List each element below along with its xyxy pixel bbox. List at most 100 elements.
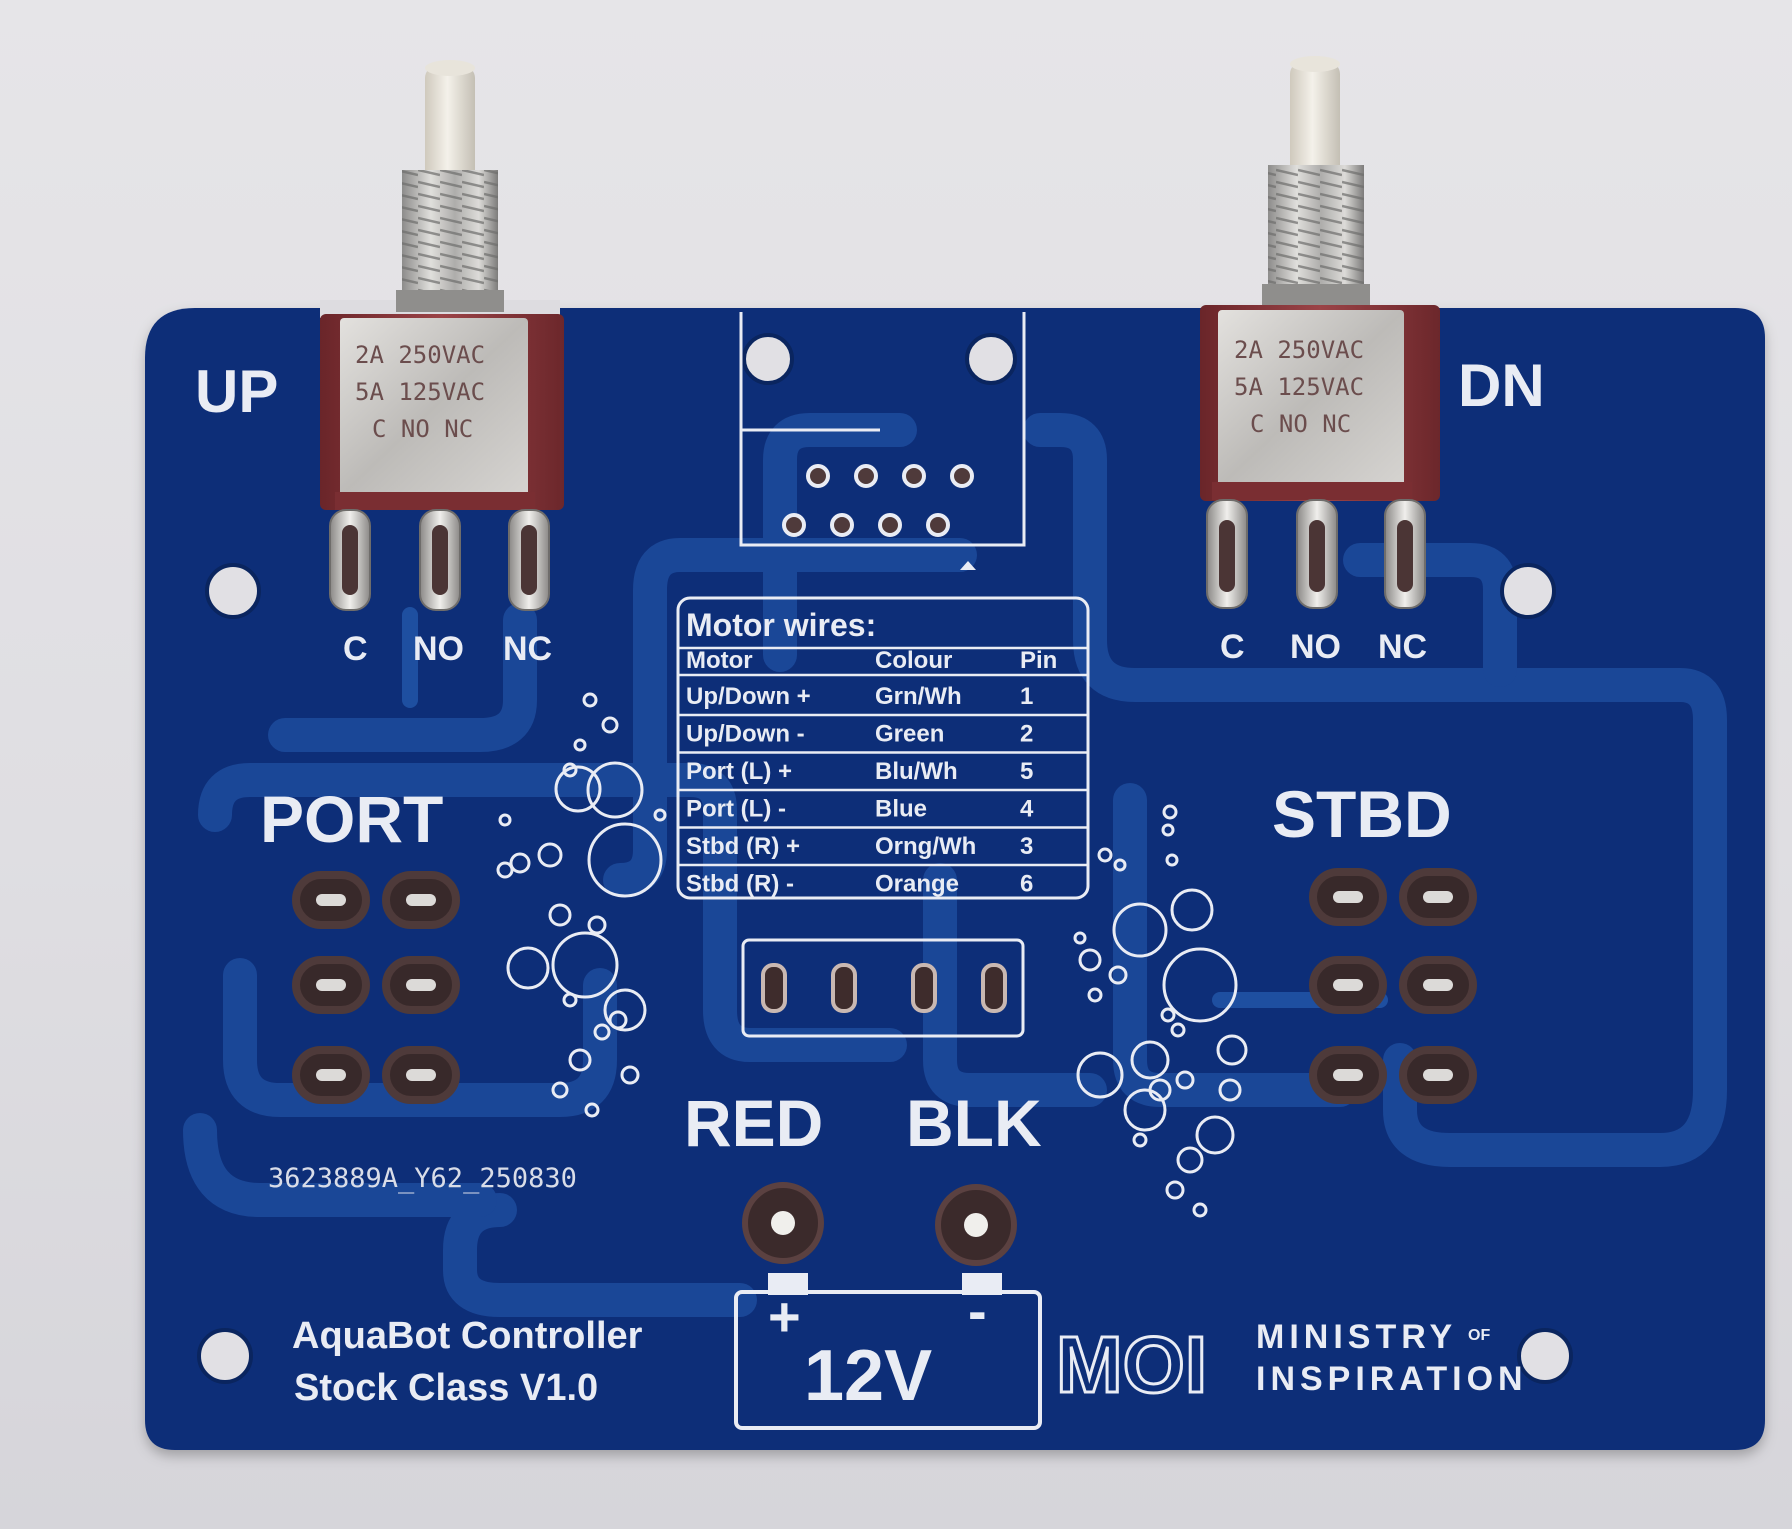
product-name-line1: AquaBot Controller (292, 1315, 643, 1357)
wire-table-cell: Port (L) - (686, 796, 786, 823)
toggle-switch-up[interactable]: 2A 250VAC 5A 125VAC C NO NC (320, 60, 564, 611)
bubble (1087, 987, 1103, 1003)
bubble (653, 808, 667, 822)
switch-rating-line1: 2A 250VAC (355, 341, 485, 369)
pin-label-no-right: NO (1290, 628, 1341, 666)
bubble (551, 1081, 569, 1099)
bubble (587, 822, 663, 898)
bubble (506, 946, 550, 990)
power-terminals (742, 1182, 1017, 1266)
wire-table-cell: Orng/Wh (875, 833, 976, 860)
bubble (537, 842, 563, 868)
bubble (1218, 1078, 1242, 1102)
bubble (582, 692, 598, 708)
wire-table-cell: 5 (1020, 758, 1033, 785)
switch-rating-line2-right: 5A 125VAC (1234, 373, 1364, 401)
bubble (1175, 1070, 1195, 1090)
bubble (593, 1023, 611, 1041)
bubble (568, 1048, 592, 1072)
connector-pins (782, 464, 974, 537)
bubble (562, 992, 578, 1008)
bubble (1165, 1180, 1185, 1200)
wire-table-cell: Grn/Wh (875, 683, 962, 710)
bubble (554, 765, 602, 813)
red-label: RED (684, 1086, 823, 1160)
wire-table-cell: 1 (1020, 683, 1033, 710)
bubble (1176, 1146, 1204, 1174)
wire-table-cell: Up/Down + (686, 683, 811, 710)
dn-label: DN (1458, 352, 1545, 419)
toggle-switch-dn[interactable]: 2A 250VAC 5A 125VAC C NO NC (1200, 56, 1440, 609)
part-code: 3623889A_Y62_250830 (268, 1163, 577, 1194)
switch-rating-line3-right: C NO NC (1250, 410, 1351, 438)
wire-table-header-motor: Motor (686, 647, 753, 674)
bubble (1078, 948, 1102, 972)
moi-logo: MOI (1055, 1319, 1209, 1411)
pin-label-no-left: NO (413, 630, 464, 668)
bubble (1170, 1022, 1186, 1038)
connector-footprint (739, 312, 1026, 570)
brand-line2: INSPIRATION (1256, 1360, 1528, 1398)
bubble (496, 861, 514, 879)
product-name-line2: Stock Class V1.0 (294, 1367, 598, 1409)
bubble (1165, 853, 1179, 867)
bubble (1113, 858, 1127, 872)
minus-sign: - (968, 1279, 987, 1342)
bubble (586, 761, 644, 819)
bubble (551, 931, 619, 999)
wire-table-cell: Stbd (R) + (686, 833, 800, 860)
wire-table-cell: 6 (1020, 871, 1033, 898)
wire-table-cell: Blue (875, 796, 927, 823)
wire-table-cell: 3 (1020, 833, 1033, 860)
wire-table-header-pin: Pin (1020, 647, 1057, 674)
pin-label-c-right: C (1220, 628, 1245, 666)
bubble (1130, 1040, 1170, 1080)
bubble (601, 716, 619, 734)
bubble (1216, 1034, 1248, 1066)
up-label: UP (195, 358, 278, 425)
wire-table-cell: Green (875, 721, 944, 748)
wire-table-cell: Stbd (R) - (686, 871, 794, 898)
bubble (1160, 1007, 1176, 1023)
bubble (562, 762, 578, 778)
moi-logo-text: MOI (1056, 1320, 1207, 1409)
mounting-holes (197, 333, 1573, 1384)
bubble (1132, 1132, 1148, 1148)
bubble (584, 1102, 600, 1118)
bubble (548, 903, 572, 927)
plus-sign: + (768, 1285, 801, 1348)
bubble (509, 852, 531, 874)
port-label: PORT (260, 782, 443, 856)
wire-table-cell: Blu/Wh (875, 758, 958, 785)
bubble (1076, 1051, 1124, 1099)
bubble (1108, 965, 1128, 985)
bubble (608, 1010, 628, 1030)
bubble (1192, 1202, 1208, 1218)
bubble (1123, 1088, 1167, 1132)
bubble (1170, 888, 1214, 932)
bubble (1162, 804, 1178, 820)
wire-table-cell: Up/Down - (686, 721, 805, 748)
wire-table-header-colour: Colour (875, 647, 952, 674)
header-footprint (741, 938, 1025, 1038)
bubble (1195, 1115, 1235, 1155)
wire-table-cell: Orange (875, 871, 959, 898)
brand-line1: MINISTRY (1256, 1318, 1457, 1356)
bubble (587, 915, 607, 935)
bubble (498, 813, 512, 827)
bubble (1073, 931, 1087, 945)
brand-of: OF (1468, 1327, 1490, 1344)
bubble (620, 1065, 640, 1085)
pin-label-nc-right: NC (1378, 628, 1427, 666)
wire-table-cell: Port (L) + (686, 758, 792, 785)
bubble (1097, 847, 1113, 863)
bubble (1161, 823, 1175, 837)
switch-rating-line1-right: 2A 250VAC (1234, 336, 1364, 364)
stbd-label: STBD (1272, 777, 1452, 851)
bubble (573, 738, 587, 752)
bubble (1162, 947, 1238, 1023)
switch-rating-line2: 5A 125VAC (355, 378, 485, 406)
battery-symbol (734, 1273, 1042, 1430)
blk-label: BLK (906, 1086, 1042, 1160)
